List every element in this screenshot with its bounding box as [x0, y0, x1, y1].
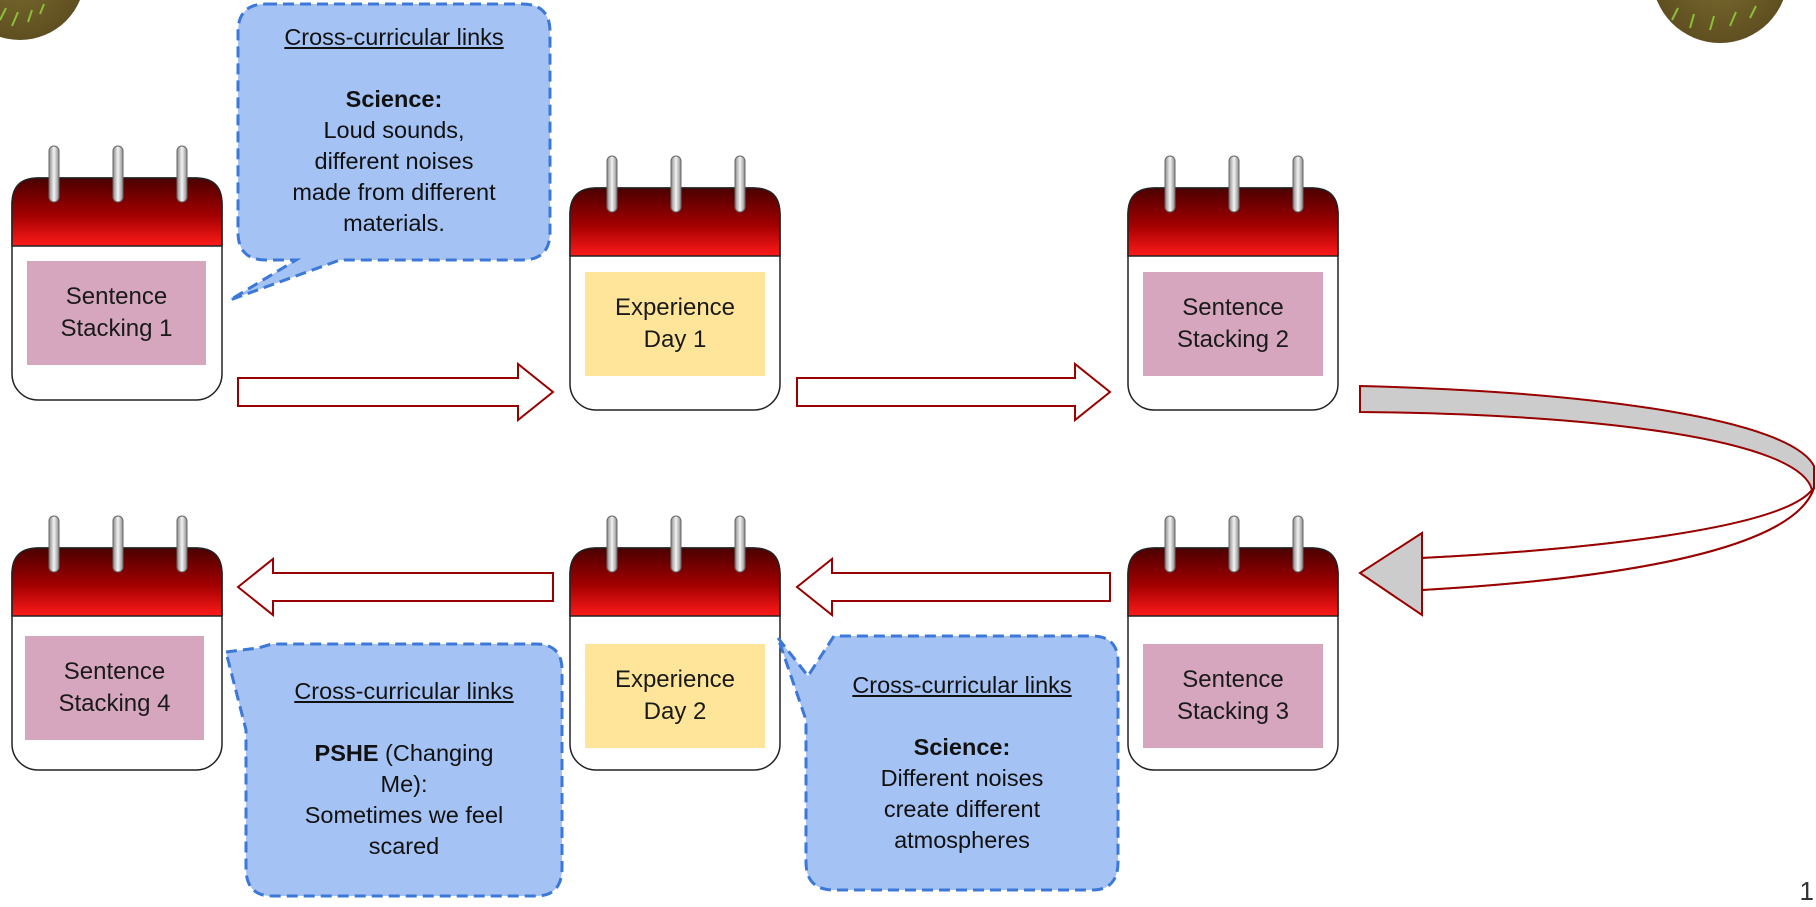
calendar-ring — [606, 155, 618, 213]
callout-text-3: Cross-curricular links Science: Differen… — [806, 670, 1118, 856]
calendar-ring — [1292, 155, 1304, 213]
callout-line: materials. — [343, 210, 445, 236]
callout-line: made from different — [292, 179, 496, 205]
calendar-ring — [176, 145, 188, 203]
page-number: 1 — [1799, 876, 1814, 906]
calendar-ring — [1164, 155, 1176, 213]
callout-pshe — [224, 642, 564, 898]
arrow-left-2 — [236, 556, 554, 618]
arrow-right-1 — [237, 361, 555, 423]
return-curved-arrow — [1358, 384, 1815, 617]
corner-image-left — [0, 0, 80, 40]
calendar-ring — [670, 155, 682, 213]
calendar-ring — [606, 515, 618, 573]
callout-heading: Cross-curricular links — [852, 672, 1072, 698]
calendar-ring — [48, 515, 60, 573]
arrow-left-1 — [795, 556, 1111, 618]
calendar-ring — [112, 145, 124, 203]
calendar-ring — [670, 515, 682, 573]
calendar-ring — [1164, 515, 1176, 573]
calendar-ring — [734, 155, 746, 213]
callout-heading: Cross-curricular links — [284, 24, 504, 50]
callout-line: Different noises — [880, 765, 1044, 791]
calendar-ring — [734, 515, 746, 573]
arrow-right-2 — [796, 361, 1112, 423]
callout-heading: Cross-curricular links — [294, 678, 514, 704]
calendar-ring — [1292, 515, 1304, 573]
callout-line: Me): — [380, 771, 428, 797]
corner-image-right — [1656, 0, 1784, 43]
calendar-ring — [176, 515, 188, 573]
callout-line: scared — [368, 833, 440, 859]
callout-text-2: Cross-curricular links PSHE (Changing Me… — [246, 676, 562, 862]
callout-line: Loud sounds, — [323, 117, 465, 143]
callout-line: Sometimes we feel — [304, 802, 504, 828]
callout-subject: Science: — [345, 86, 443, 112]
callout-line: different noises — [314, 148, 474, 174]
calendar-ring — [48, 145, 60, 203]
callout-subject-suffix: (Changing — [378, 740, 494, 766]
callout-text-1: Cross-curricular links Science: Loud sou… — [246, 22, 542, 239]
callout-subject: Science: — [913, 734, 1011, 760]
calendar-ring — [112, 515, 124, 573]
callout-line: create different — [883, 796, 1041, 822]
callout-science-1 — [229, 2, 552, 302]
calendar-ring — [1228, 515, 1240, 573]
calendar-ring — [1228, 155, 1240, 213]
callout-science-2 — [776, 634, 1120, 892]
callout-line: atmospheres — [894, 827, 1030, 853]
callout-subject: PSHE — [314, 740, 379, 766]
